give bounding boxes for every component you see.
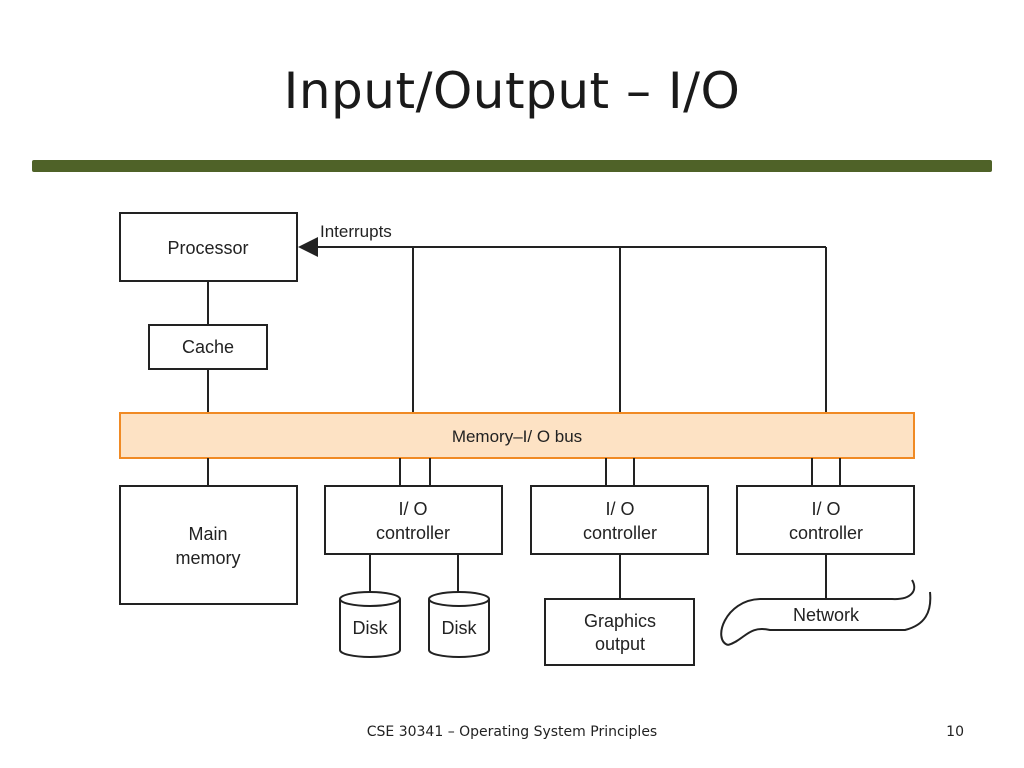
processor-box: Processor: [119, 212, 298, 282]
disk-1: [339, 591, 401, 658]
controller3-label-line1: I/ O: [811, 499, 840, 519]
graphics-output-box: Graphics output: [544, 598, 695, 666]
processor-label: Processor: [167, 238, 248, 258]
bus-label: Memory–I/ O bus: [452, 427, 582, 446]
title-divider: [32, 160, 992, 172]
disk-links: [369, 554, 459, 597]
graphics-label-line2: output: [595, 634, 645, 654]
io-controller-graphics: I/ O controller: [530, 485, 709, 555]
memory-io-bus: Memory–I/ O bus: [119, 412, 915, 459]
slide-footer: CSE 30341 – Operating System Principles: [366, 724, 658, 740]
io-controller-network: I/ O controller: [736, 485, 915, 555]
controller3-label-line2: controller: [789, 523, 863, 543]
controller1-label-line1: I/ O: [398, 499, 427, 519]
network-label: Network: [793, 605, 860, 625]
interrupt-lines: [298, 237, 827, 413]
main-memory-label-line2: memory: [175, 548, 240, 568]
network-cable: [720, 579, 932, 646]
controller2-label-line2: controller: [583, 523, 657, 543]
disk-1-label: Disk: [353, 618, 389, 638]
controller2-label-line1: I/ O: [605, 499, 634, 519]
disk-2-label: Disk: [442, 618, 478, 638]
io-controller-disk: I/ O controller: [324, 485, 503, 555]
controller1-label-line2: controller: [376, 523, 450, 543]
cache-label: Cache: [182, 337, 234, 357]
bus-down-links: [207, 458, 841, 486]
disk-2: [428, 591, 490, 658]
slide-title: Input/Output – I/O: [283, 62, 741, 120]
main-memory-label-line1: Main: [188, 524, 227, 544]
page-number: 10: [946, 724, 964, 740]
graphics-label-line1: Graphics: [584, 611, 656, 631]
interrupts-label: Interrupts: [320, 222, 392, 241]
main-memory-box: Main memory: [119, 485, 298, 605]
cache-box: Cache: [148, 324, 268, 370]
